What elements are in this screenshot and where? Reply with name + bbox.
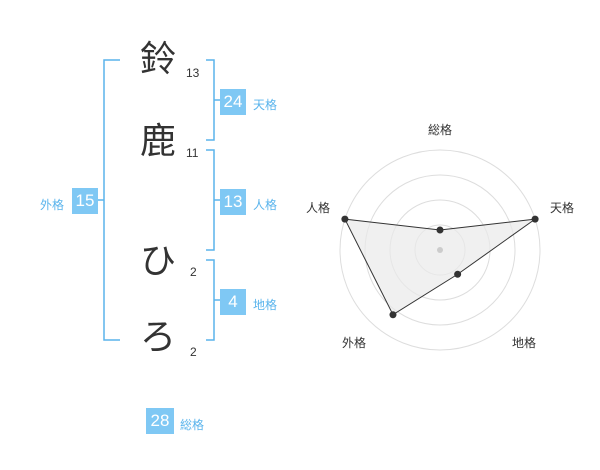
radar-point-4 [341,215,349,223]
radar-points [341,215,539,319]
radar-point-3 [389,311,397,319]
stroke-count-2: 11 [186,146,199,160]
radar-point-0 [436,226,444,234]
radar-axis-soukaku: 総格 [428,122,452,137]
radar-axis-chikaku: 地格 [512,335,536,350]
gaikaku-value: 15 [72,188,98,214]
chikaku-label: 地格 [253,298,278,312]
radar-point-2 [454,270,462,278]
tenkaku-label: 天格 [253,98,278,112]
radar-center [437,247,443,253]
stroke-count-4: 2 [190,345,197,359]
tenkaku-value: 24 [220,89,246,115]
soukaku-label: 総格 [180,418,205,432]
chikaku-value: 4 [220,289,246,315]
radar-axis-gaikaku: 外格 [342,335,366,350]
stroke-count-1: 13 [186,66,200,80]
gaikaku-label: 外格 [40,198,65,212]
radar-axis-jinkaku: 人格 [306,200,330,215]
jinkaku-label: 人格 [253,198,278,212]
stroke-count-3: 2 [190,265,197,279]
radar-ring [339,149,541,351]
name-char-4: ろ [140,317,177,358]
radar-axis-tenkaku: 天格 [550,200,574,215]
name-char-1: 鈴 [140,39,177,80]
name-char-2: 鹿 [140,121,177,162]
radar-point-1 [531,215,539,223]
jinkaku-value: 13 [220,189,246,215]
name-char-3: ひ [140,241,177,282]
radar-polygon [344,218,536,316]
soukaku-value: 28 [146,408,174,434]
